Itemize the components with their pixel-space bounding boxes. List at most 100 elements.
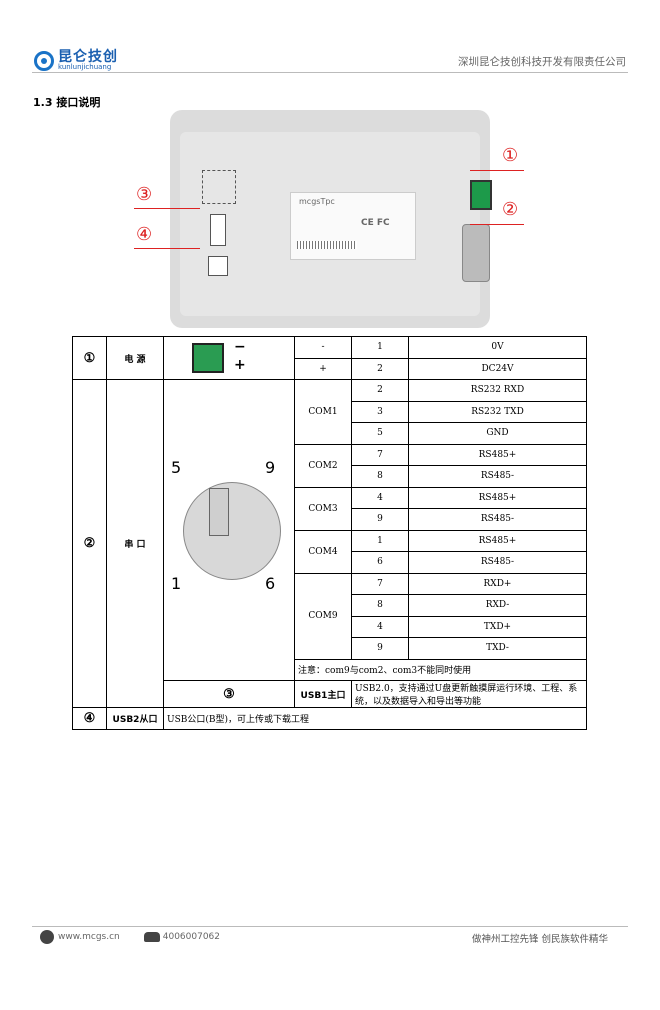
pin-number: 1 [351,529,409,552]
row-name: USB2从口 [106,707,164,730]
pin-number: 6 [351,551,409,574]
header-divider [32,72,628,73]
device-back-image: mcgsTpc CE FC [170,110,492,328]
power-pin: 2 [351,357,409,380]
pin-label-5: 5 [171,458,182,477]
footer-phone: 4006007062 [162,932,221,942]
power-plug-image [192,343,224,373]
callout-2-line [470,224,524,225]
power-signal: DC24V [408,357,587,380]
phone-icon [143,932,160,942]
row-name: 串 口 [106,379,164,708]
com-port: COM1 [294,379,352,445]
com-port: COM9 [294,572,352,660]
com-port: COM3 [294,486,352,531]
table-row: + 2 DC24V [73,357,587,380]
logo-icon [34,50,54,71]
pin-number: 7 [351,572,409,595]
pin-number: 8 [351,465,409,488]
callout-1-line [470,170,524,171]
table-row: 4 TXD+ [73,615,587,638]
table-row: 6 RS485- [73,551,587,574]
row-number: ④ [72,707,107,730]
table-row: COM9 7 RXD+ [73,572,587,660]
row-name: 电 源 [106,336,164,380]
logo-text-en: kunlunjichuang [58,63,112,71]
pin-label-6: 6 [265,574,276,593]
power-image-cell: − + [163,336,295,380]
table-row: ④ USB2从口 USB公口(B型)，可上传或下载工程 [72,707,587,730]
power-pin: 1 [351,336,409,359]
pin-signal: RS232 RXD [408,379,587,402]
footer-slogan: 做神州工控先锋 创民族软件精华 [471,934,608,945]
pin-signal: RS485+ [408,443,587,466]
pin-number: 8 [351,594,409,617]
pin-signal: TXD- [408,637,587,660]
pin-signal: RS485- [408,508,587,531]
pin-signal: RS485+ [408,486,587,509]
minus-mark: − [234,339,246,355]
dashed-box [202,170,236,204]
table-row: 3 RS232 TXD [73,400,587,423]
serial-note: 注意：com9与com2、com3不能同时使用 [294,658,587,681]
power-sign: - [294,336,352,359]
usb-a-port [210,214,226,246]
row-number: ① [72,336,107,380]
pin-signal: RS485+ [408,529,587,552]
table-row: 8 RXD- [73,594,587,617]
company-logo: 昆仑技创 kunlunjichuang [34,50,118,71]
table-row: ② 串 口 5 9 1 6 COM1 2 RS232 RXD [72,379,587,708]
nameplate-ce: CE FC [361,218,390,228]
pin-number: 9 [351,637,409,660]
pin-number: 4 [351,486,409,509]
pin-number: 4 [351,615,409,638]
table-row: 9 RS485- [73,508,587,531]
db9-connector [462,224,490,282]
com-port: COM2 [294,443,352,488]
callout-3: ③ [136,184,153,205]
pin-number: 7 [351,443,409,466]
footer-divider [32,926,628,927]
footer-website: www.mcgs.cn [58,932,120,942]
row-description: USB公口(B型)，可上传或下载工程 [163,707,587,730]
pin-signal: TXD+ [408,615,587,638]
db9-body [183,482,281,580]
device-nameplate: mcgsTpc CE FC [290,192,416,260]
pin-signal: RS485- [408,551,587,574]
pin-number: 3 [351,400,409,423]
table-row: ③ USB1主口 USB2.0，支持通过U盘更新触摸屏运行环境、工程、系统，以及… [73,680,587,708]
nameplate-brand: mcgsTpc [299,197,335,206]
callout-3-line [134,208,200,209]
pin-signal: RXD- [408,594,587,617]
footer-contact: www.mcgs.cn 4006007062 [40,930,220,944]
table-row: 9 TXD- [73,637,587,660]
callout-4: ④ [136,224,153,245]
pin-signal: GND [408,422,587,445]
db9-pinout-image: 5 9 1 6 [169,458,289,600]
pin-label-1: 1 [171,574,182,593]
pin-number: 9 [351,508,409,531]
callout-1: ① [502,145,519,166]
row-number: ② [72,379,107,708]
pin-label-9: 9 [265,458,276,477]
globe-icon [40,930,54,944]
com-port: COM4 [294,529,352,574]
pin-number: 2 [351,379,409,402]
table-row: ① 电 源 − + - 1 0V [72,336,587,380]
db9-pins [209,488,229,536]
plus-mark: + [234,357,246,373]
row-description: USB2.0，支持通过U盘更新触摸屏运行环境、工程、系统，以及数据导入和导出等功… [351,680,587,708]
usb-b-port [208,256,228,276]
row-name: USB1主口 [294,680,352,708]
callout-2: ② [502,199,519,220]
logo-text-cn: 昆仑技创 [58,49,118,65]
row-number: ③ [163,680,295,708]
power-sign: + [294,357,352,380]
pin-number: 5 [351,422,409,445]
company-name: 深圳昆仑技创科技开发有限责任公司 [458,56,626,68]
barcode [297,241,357,249]
db9-image-cell: 5 9 1 6 [163,379,295,681]
callout-4-line [134,248,200,249]
power-connector [470,180,492,210]
pin-signal: RS232 TXD [408,400,587,423]
